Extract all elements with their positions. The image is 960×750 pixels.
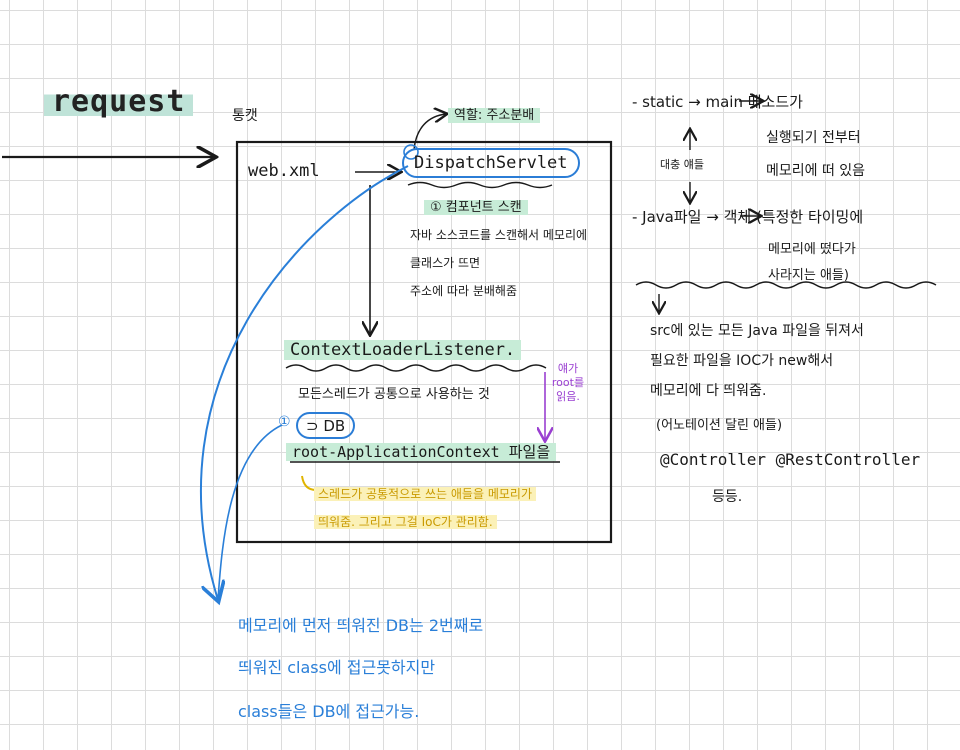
- bottom-note-1: 메모리에 먼저 띄워진 DB는 2번째로: [238, 616, 484, 635]
- src-line-4: (어노테이션 달린 애들): [656, 418, 783, 433]
- src-line-6: 등등.: [712, 489, 743, 505]
- scan-line-1: 자바 소스코드를 스캔해서 메모리에: [410, 228, 588, 242]
- src-line-1: src에 있는 모든 Java 파일을 뒤져서: [650, 323, 864, 339]
- title-highlight: request: [44, 84, 194, 119]
- context-loader-listener-label: ContextLoaderListener.: [284, 340, 522, 360]
- static-line-3: 메모리에 떠 있음: [766, 163, 866, 179]
- dispatcher-servlet-box: DispatchServlet: [402, 148, 580, 178]
- root-note: 얘가 root를 읽음.: [551, 362, 585, 403]
- java-line-3: 사라지는 애들): [768, 268, 849, 283]
- dispatcher-role-note: 역할: 주소분배: [448, 108, 541, 123]
- dispatcher-servlet-label: DispatchServlet: [414, 153, 568, 173]
- role-arrow: [413, 114, 446, 151]
- db-box: ⊃ DB: [296, 412, 356, 439]
- yellow-note-1: 스레드가 공통적으로 쓰는 애들을 메모리가: [314, 487, 536, 501]
- src-line-3: 메모리에 다 띄워줌.: [650, 383, 767, 399]
- bottom-note-2: 띄워진 class에 접근못하지만: [238, 658, 436, 677]
- db-access-arrow: [199, 165, 409, 600]
- listener-underline: [285, 364, 547, 372]
- static-line-2: 실행되기 전부터: [766, 130, 861, 146]
- src-line-5: @Controller @RestController: [660, 450, 921, 469]
- root-context-label: root-ApplicationContext 파일을: [286, 443, 557, 461]
- src-line-2: 필요한 파일을 IOC가 new해서: [650, 353, 834, 369]
- scan-line-2: 클래스가 뜨면: [410, 256, 481, 270]
- box-label: 통캣: [232, 108, 258, 124]
- component-scan-label: ① 컴포넌트 스캔: [424, 200, 528, 215]
- db-access-arrow-2: [217, 424, 283, 601]
- java-line: - Java파일 → 객체 (특정한 타이밍에: [632, 208, 864, 226]
- page-title: request: [52, 84, 186, 119]
- tomcat-box: [235, 140, 613, 544]
- right-wave: [635, 281, 937, 289]
- bottom-note-3: class들은 DB에 접근가능.: [238, 702, 420, 721]
- web-xml-label: web.xml: [248, 161, 320, 181]
- static-line: - static → main 메소드가: [632, 93, 803, 111]
- db-marker: ①: [278, 414, 291, 430]
- java-line-2: 메모리에 떴다가: [768, 242, 856, 257]
- yellow-note-2: 띄워줌. 그리고 그걸 IoC가 관리함.: [314, 515, 497, 529]
- mid-label: 대충 얘들: [660, 158, 704, 171]
- common-resources-text: 모든스레드가 공통으로 사용하는 것: [298, 387, 490, 402]
- dispatcher-underline: [407, 181, 553, 189]
- scan-line-3: 주소에 따라 분배해줌: [410, 284, 517, 298]
- db-label: ⊃ DB: [306, 417, 346, 435]
